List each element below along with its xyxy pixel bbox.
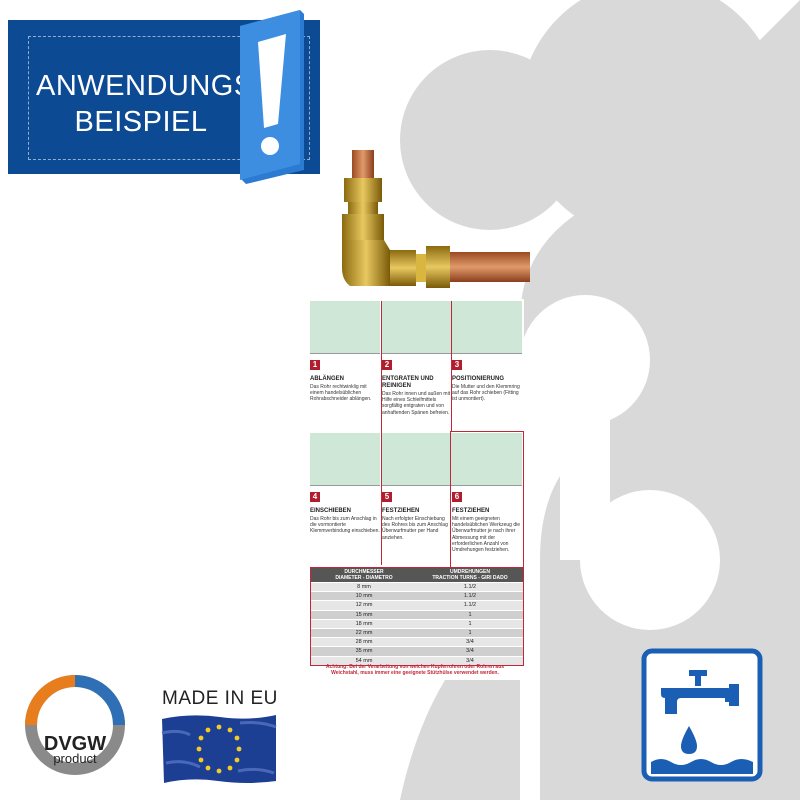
diameter-cell: 10 mm: [355, 593, 373, 600]
diameter-cell: 18 mm: [355, 620, 373, 627]
hand-tighten-image: [382, 433, 452, 486]
table-row: 12 mm 1.1/2: [311, 600, 523, 610]
banner-title: ANWENDUNGS- BEISPIEL: [36, 68, 264, 140]
banner-line-1: ANWENDUNGS-: [36, 70, 264, 102]
header-turns: UMDREHUNGEN TRACTION TURNS - GIRI DADO: [417, 569, 523, 581]
step-5: 5 FESTZIEHEN Nach erfolgter Einschiebung…: [382, 433, 452, 541]
diameter-cell: 22 mm: [355, 629, 373, 636]
step-desc: Das Rohr innen und außen mit Hilfe eines…: [382, 391, 451, 416]
diameter-cell: 28 mm: [355, 639, 373, 646]
step-title: EINSCHIEBEN: [310, 508, 352, 514]
step-4: 4 EINSCHIEBEN Das Rohr bis zum Anschlag …: [310, 433, 380, 535]
step-desc: Das Rohr bis zum Anschlag in die vormont…: [310, 516, 380, 535]
table-row: 15 mm 1: [311, 609, 523, 619]
step-1: 1 ABLÄNGEN Das Rohr rechtwinklig mit ein…: [310, 301, 380, 403]
warning-line-1: Achtung: Bei der Verarbeitung von weiche…: [325, 664, 505, 670]
step-title: ENTGRATEN UND REINIGEN: [382, 376, 434, 389]
diameter-cell: 8 mm: [357, 584, 371, 590]
step-number: 5: [382, 492, 392, 502]
step-3: 3 POSITIONIERUNG Die Mutter und den Klem…: [452, 301, 522, 403]
column-divider: [381, 301, 382, 565]
banner-line-2: BEISPIEL: [74, 106, 208, 138]
water-tap-icon: [641, 648, 763, 782]
step-title: FESTZIEHEN: [382, 508, 420, 514]
turns-cell: 3/4: [466, 639, 474, 646]
step-desc: Mit einem geeigneten handelsüblichen Wer…: [452, 516, 521, 554]
insert-image: [310, 433, 380, 486]
table-row: 10 mm 1.1/2: [311, 591, 523, 601]
step-number: 3: [452, 360, 462, 370]
turns-cell: 1.1/2: [463, 602, 477, 609]
column-divider: [451, 301, 452, 431]
warning-note: Achtung: Bei der Verarbeitung von weiche…: [306, 664, 524, 676]
warning-line-2: Weichstahl, muss immer eine geeignete St…: [331, 670, 499, 676]
pipe-fitting-image: [342, 150, 530, 288]
header-diameter-line-1: DURCHMESSER: [344, 569, 384, 575]
dvgw-sub: product: [53, 751, 97, 766]
eu-flag-icon: [161, 715, 277, 783]
turns-table: DURCHMESSER DIAMETER - DIAMETRO UMDREHUN…: [310, 567, 524, 666]
step-6: 6 FESTZIEHEN Mit einem geeigneten handel…: [452, 433, 522, 553]
table-header: DURCHMESSER DIAMETER - DIAMETRO UMDREHUN…: [311, 568, 523, 582]
step-title: POSITIONIERUNG: [452, 376, 505, 382]
step-number: 4: [310, 492, 320, 502]
turns-cell: 3/4: [466, 657, 474, 664]
positioning-image: [452, 301, 522, 354]
step-desc: Das Rohr rechtwinklig mit einem handelsü…: [310, 384, 372, 403]
diameter-cell: 12 mm: [355, 602, 373, 609]
header-turns-line-2: TRACTION TURNS - GIRI DADO: [432, 575, 508, 581]
banner-dashed-frame: [28, 36, 310, 160]
diameter-cell: 54 mm: [355, 657, 373, 664]
turns-cell: 1.1/2: [463, 593, 477, 600]
turns-cell: 1: [468, 629, 472, 636]
deburr-image: [382, 301, 452, 354]
step-number: 1: [310, 360, 320, 370]
turns-cell: 3/4: [466, 648, 474, 655]
turns-cell: 1: [468, 611, 472, 618]
turns-cell: 1: [468, 620, 472, 627]
turns-cell: 1.1/2: [463, 584, 477, 590]
pipe-cutter-image: [310, 301, 380, 354]
step-title: ABLÄNGEN: [310, 376, 344, 382]
dvgw-label: DVGW: [43, 733, 107, 755]
table-row: 8 mm 1.1/2: [311, 582, 523, 592]
header-turns-line-1: UMDREHUNGEN: [450, 569, 490, 575]
instruction-card: 1 ABLÄNGEN Das Rohr rechtwinklig mit ein…: [306, 299, 524, 680]
step-number: 2: [382, 360, 392, 370]
step-title: FESTZIEHEN: [452, 508, 490, 514]
step-desc: Die Mutter und den Klemmring auf das Roh…: [452, 384, 520, 403]
dvgw-badge-icon: [25, 675, 125, 775]
step-number: 6: [452, 492, 462, 502]
table-row: 18 mm 1: [311, 618, 523, 628]
diameter-cell: 35 mm: [355, 648, 373, 655]
table-row: 22 mm 1: [311, 627, 523, 638]
diameter-cell: 15 mm: [355, 611, 373, 618]
table-row: 35 mm 3/4: [311, 646, 523, 656]
step-desc: Nach erfolgter Einschiebung des Rohres b…: [382, 516, 448, 541]
table-row: 28 mm 3/4: [311, 637, 523, 647]
step-2: 2 ENTGRATEN UND REINIGEN Das Rohr innen …: [382, 301, 452, 416]
wrench-tighten-image: [452, 433, 522, 486]
table-body: 8 mm 1.1/2 10 mm 1.1/2 12 mm 1.1/2 15 mm 1 1…: [311, 582, 523, 665]
made-in-eu-label: MADE IN EU: [162, 688, 278, 709]
table-row: 54 mm 3/4: [311, 655, 523, 665]
header-diameter-line-2: DIAMETER - DIAMETRO: [335, 575, 393, 581]
exclamation-icon: [240, 10, 304, 184]
header-diameter: DURCHMESSER DIAMETER - DIAMETRO: [311, 569, 417, 581]
